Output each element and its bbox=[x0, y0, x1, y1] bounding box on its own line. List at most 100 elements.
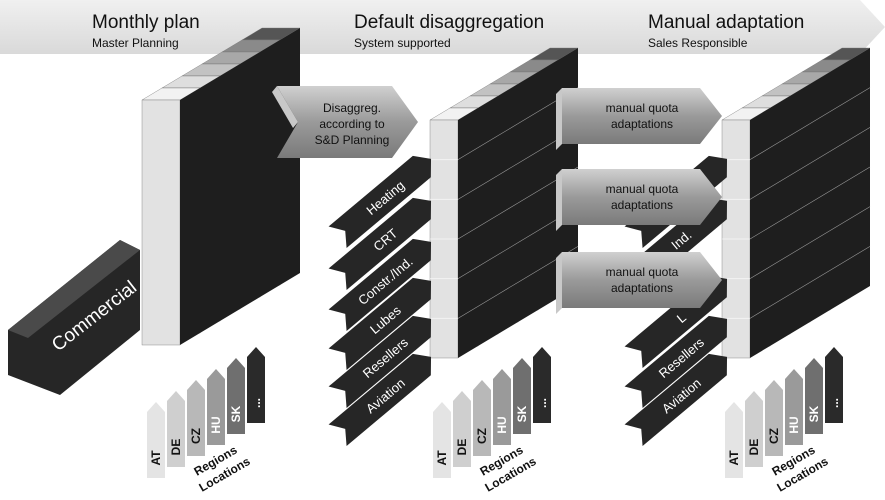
monthly-plan-slab-side bbox=[200, 76, 220, 333]
section-title-default-disaggregation: Default disaggregation bbox=[354, 12, 544, 33]
manual-segment-arrow-3-shape bbox=[624, 315, 728, 409]
manual-adaptation-grid-line bbox=[789, 282, 811, 295]
default-tab-0: AT bbox=[433, 402, 451, 478]
manual-adaptation-grid-line bbox=[809, 111, 831, 124]
disaggregation-line-2: according to bbox=[319, 117, 385, 131]
default-disaggregation-grid-line bbox=[497, 163, 519, 176]
default-disaggregation-grid-line bbox=[517, 270, 539, 283]
monthly-plan-slab-side bbox=[180, 88, 200, 345]
manual-adaptation-grid-line bbox=[829, 99, 851, 112]
default-disaggregation-grid-line bbox=[497, 123, 519, 136]
section-subtitle-manual-adaptation: Sales Responsible bbox=[648, 36, 748, 50]
manual-tab-5: ... bbox=[825, 347, 843, 423]
default-disaggregation-grid-line bbox=[537, 258, 559, 271]
default-disaggregation-grid-line bbox=[537, 218, 559, 231]
segment-arrow-4-shape bbox=[328, 315, 432, 409]
default-tab-label: SK bbox=[515, 405, 529, 422]
manual-quota-shape bbox=[562, 252, 722, 308]
section-title-manual-adaptation: Manual adaptation bbox=[648, 12, 804, 33]
default-disaggregation-stack bbox=[429, 47, 579, 359]
manual-adaptation-grid-line bbox=[849, 166, 871, 180]
default-tab-4: SK bbox=[513, 358, 531, 434]
manual-adaptation-grid-line bbox=[829, 258, 851, 271]
disaggregation-line-1: Disaggreg. bbox=[323, 101, 381, 115]
monthly-tab-0: AT bbox=[147, 402, 165, 478]
manual-tab-shape bbox=[805, 358, 823, 434]
manual-adaptation-grid-line bbox=[849, 246, 871, 259]
manual-adaptation-grid-line bbox=[769, 175, 791, 188]
default-disaggregation-grid-line bbox=[517, 190, 539, 204]
monthly-tab-label: SK bbox=[229, 405, 243, 422]
manual-adaptation-grid-line bbox=[829, 218, 851, 231]
default-disaggregation-grid-line bbox=[477, 254, 499, 267]
segment-arrow-3-shape bbox=[328, 277, 432, 371]
manual-adaptation-stack bbox=[721, 47, 871, 359]
default-disaggregation-grid-line bbox=[457, 187, 479, 200]
manual-adaptation-grid-line bbox=[809, 230, 831, 243]
default-tab-shape bbox=[453, 391, 471, 467]
default-disaggregation-grid-line bbox=[477, 175, 499, 188]
manual-tab-2: CZ bbox=[765, 380, 783, 456]
manual-tab-label: CZ bbox=[767, 428, 781, 444]
manual-tab-label: HU bbox=[787, 416, 801, 433]
default-disaggregation-grid-line bbox=[497, 282, 519, 295]
manual-quota-arrows: manual quota adaptations manual quota adapt… bbox=[556, 88, 722, 314]
manual-tab-shape bbox=[785, 369, 803, 445]
monthly-tab-shape bbox=[167, 391, 185, 467]
manual-tab-4: SK bbox=[805, 358, 823, 434]
manual-adaptation-grid-line bbox=[749, 187, 771, 200]
planning-cubes bbox=[141, 27, 871, 359]
monthly-plan-slab-side bbox=[260, 40, 280, 297]
manual-adaptation-grid-line bbox=[749, 266, 771, 279]
manual-adaptation-grid-line bbox=[789, 242, 811, 255]
default-tab-1: DE bbox=[453, 391, 471, 467]
manual-quota-edge bbox=[556, 252, 562, 314]
manual-tab-1: DE bbox=[745, 391, 763, 467]
manual-adaptation-grid-line bbox=[849, 206, 871, 219]
manual-adaptation-grid-line bbox=[769, 214, 791, 228]
manual-quota-line-2: adaptations bbox=[611, 198, 673, 212]
default-disaggregation-grid-line bbox=[537, 139, 559, 152]
manual-quota-edge bbox=[556, 88, 562, 150]
segment-arrow-1-shape bbox=[328, 197, 432, 291]
manual-adaptation-grid-line bbox=[769, 254, 791, 267]
monthly-plan-slab-side bbox=[240, 52, 260, 309]
default-disaggregation-grid-line bbox=[537, 99, 559, 112]
manual-adaptation-grid-line bbox=[749, 306, 771, 319]
default-disaggregation-grid-line bbox=[497, 202, 519, 216]
segment-arrow-0-shape bbox=[328, 155, 432, 249]
default-tab-label: DE bbox=[455, 439, 469, 456]
manual-adaptation-grid-line bbox=[809, 151, 831, 164]
manual-adaptation-grid-line bbox=[829, 139, 851, 152]
default-tab-shape bbox=[493, 369, 511, 445]
manual-adaptation-grid-line bbox=[789, 163, 811, 176]
default-tab-5: ... bbox=[533, 347, 551, 423]
section-subtitle-default-disaggregation: System supported bbox=[354, 36, 451, 50]
section-title-monthly-plan: Monthly plan bbox=[92, 12, 200, 33]
monthly-tab-5: ... bbox=[247, 347, 265, 423]
disaggregation-arrow: Disaggreg. according to S&D Planning bbox=[272, 86, 418, 158]
manual-quota-shape bbox=[562, 88, 722, 144]
manual-tab-label: SK bbox=[807, 405, 821, 422]
manual-adaptation-grid-line bbox=[749, 226, 771, 240]
manual-tab-shape bbox=[765, 380, 783, 456]
manual-quota-edge bbox=[556, 169, 562, 231]
default-disaggregation-grid-line bbox=[477, 294, 499, 307]
manual-quota-line-1: manual quota bbox=[606, 265, 679, 279]
default-disaggregation-grid-line bbox=[457, 147, 479, 160]
manual-adaptation-grid-line bbox=[809, 190, 831, 204]
manual-segment-arrow-4-shape bbox=[624, 353, 728, 447]
manual-adaptation-grid-line bbox=[809, 270, 831, 283]
manual-adaptation-grid-line bbox=[789, 202, 811, 216]
monthly-tab-shape bbox=[227, 358, 245, 434]
monthly-tab-shape bbox=[187, 380, 205, 456]
monthly-tab-2: CZ bbox=[187, 380, 205, 456]
manual-quota-line-2: adaptations bbox=[611, 117, 673, 131]
monthly-tab-4: SK bbox=[227, 358, 245, 434]
default-disaggregation-grid-line bbox=[517, 151, 539, 164]
default-disaggregation-grid-line bbox=[477, 214, 499, 228]
manual-quota-line-1: manual quota bbox=[606, 101, 679, 115]
monthly-tab-label: CZ bbox=[189, 428, 203, 444]
monthly-tab-label: HU bbox=[209, 416, 223, 433]
